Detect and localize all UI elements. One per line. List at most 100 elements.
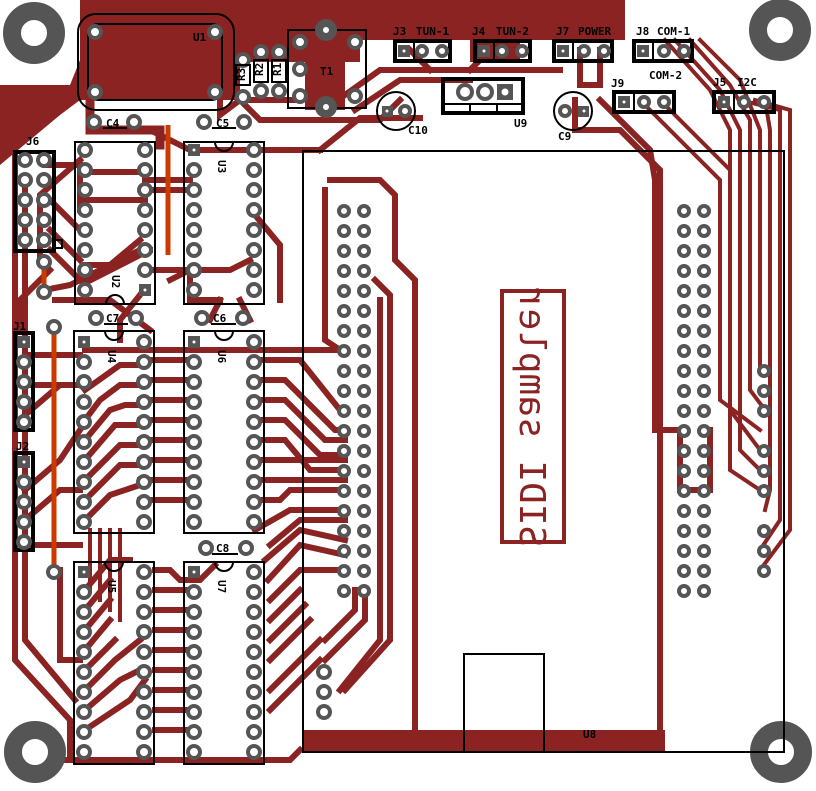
pad bbox=[136, 414, 152, 430]
ic-notch bbox=[104, 561, 124, 572]
pad bbox=[77, 222, 93, 238]
pad bbox=[246, 564, 262, 580]
logo-text: SIDI sampler bbox=[511, 287, 552, 547]
u1-outer-outline bbox=[77, 13, 235, 111]
pad bbox=[186, 282, 202, 298]
j3-ref-label: J3 bbox=[393, 25, 406, 38]
pad bbox=[17, 152, 33, 168]
pad bbox=[76, 624, 92, 640]
ic-label: U5 bbox=[105, 580, 118, 593]
c10-label: C10 bbox=[408, 124, 428, 137]
pad bbox=[697, 504, 711, 518]
pad bbox=[697, 464, 711, 478]
pad bbox=[186, 494, 202, 510]
pad bbox=[246, 514, 262, 530]
pad bbox=[76, 684, 92, 700]
pad bbox=[757, 364, 771, 378]
pad bbox=[357, 484, 371, 498]
ic-u5: U5 bbox=[73, 561, 155, 765]
pad bbox=[677, 524, 691, 538]
pad bbox=[357, 464, 371, 478]
pad bbox=[246, 604, 262, 620]
connector-j8-com1[interactable]: J8 COM-1 bbox=[632, 25, 694, 63]
pad bbox=[186, 604, 202, 620]
pad bbox=[246, 494, 262, 510]
t1-copper bbox=[305, 30, 345, 110]
pad bbox=[136, 644, 152, 660]
pad bbox=[697, 264, 711, 278]
pad bbox=[357, 544, 371, 558]
pad bbox=[677, 244, 691, 258]
pad bbox=[186, 434, 202, 450]
pad-hole bbox=[19, 337, 29, 347]
pad bbox=[697, 484, 711, 498]
pad bbox=[337, 344, 351, 358]
pad bbox=[697, 284, 711, 298]
pad bbox=[77, 262, 93, 278]
pad bbox=[136, 394, 152, 410]
connector-j9-com2[interactable]: J9 COM-2 bbox=[611, 69, 682, 114]
pad bbox=[136, 704, 152, 720]
connector-j1[interactable]: J1 bbox=[13, 320, 35, 432]
connector-j3[interactable]: J3 TUN-1 bbox=[393, 25, 452, 63]
pad bbox=[357, 584, 371, 598]
pad bbox=[357, 304, 371, 318]
pad bbox=[677, 544, 691, 558]
pad bbox=[136, 434, 152, 450]
pad-hole bbox=[189, 567, 199, 577]
pad bbox=[337, 264, 351, 278]
pad bbox=[186, 724, 202, 740]
r3-label: R3 bbox=[235, 68, 248, 81]
pad bbox=[337, 504, 351, 518]
pad bbox=[246, 624, 262, 640]
pad bbox=[136, 494, 152, 510]
pad bbox=[186, 454, 202, 470]
u1-component: U1 bbox=[77, 13, 235, 111]
pad bbox=[246, 704, 262, 720]
pad bbox=[677, 344, 691, 358]
board-logo: SIDI sampler bbox=[500, 287, 566, 547]
pad bbox=[246, 282, 262, 298]
pad bbox=[137, 242, 153, 258]
pad bbox=[697, 364, 711, 378]
pad bbox=[337, 364, 351, 378]
pad bbox=[246, 182, 262, 198]
pad bbox=[357, 324, 371, 338]
ic-label: U7 bbox=[215, 580, 228, 593]
connector-j4[interactable]: J4 TUN-2 bbox=[472, 25, 532, 63]
pad bbox=[136, 454, 152, 470]
pad bbox=[186, 644, 202, 660]
ic-outline bbox=[183, 561, 265, 765]
c9-label: C9 bbox=[558, 130, 571, 143]
ic-notch bbox=[104, 330, 124, 341]
pad bbox=[76, 394, 92, 410]
pad bbox=[757, 384, 771, 398]
j5-ref-label: J5 bbox=[713, 76, 726, 89]
c5-label: C5 bbox=[216, 117, 229, 130]
pad bbox=[337, 564, 351, 578]
pad bbox=[337, 204, 351, 218]
pad bbox=[357, 204, 371, 218]
connector-j7-power[interactable]: J7 POWER bbox=[552, 25, 614, 63]
pad bbox=[677, 264, 691, 278]
module-pin-header-left bbox=[337, 204, 371, 598]
pad bbox=[697, 564, 711, 578]
pad bbox=[76, 664, 92, 680]
pad bbox=[357, 444, 371, 458]
pad bbox=[337, 244, 351, 258]
pad bbox=[677, 284, 691, 298]
pad bbox=[186, 584, 202, 600]
pad-hole bbox=[19, 457, 29, 467]
pad bbox=[76, 414, 92, 430]
pad bbox=[246, 354, 262, 370]
pad bbox=[186, 684, 202, 700]
connector-j5-i2c[interactable]: J5 I2C bbox=[712, 76, 776, 114]
pad bbox=[76, 604, 92, 620]
pad bbox=[677, 464, 691, 478]
mounting-hole-bottom-left bbox=[4, 721, 66, 783]
connector-j2[interactable]: J2 bbox=[13, 440, 35, 552]
pad bbox=[697, 524, 711, 538]
pad bbox=[677, 224, 691, 238]
ic-u3: U3 bbox=[183, 141, 265, 305]
connector-j6[interactable]: J6 bbox=[13, 135, 63, 300]
